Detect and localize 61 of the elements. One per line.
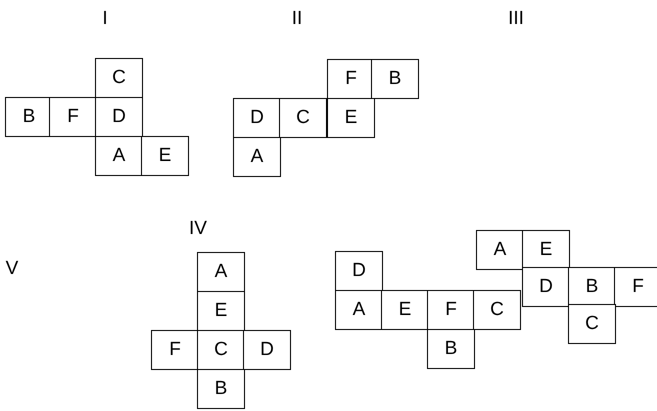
face-letter: A	[250, 146, 264, 168]
net-square	[473, 290, 521, 330]
net-square	[568, 304, 616, 344]
face-letter: E	[344, 107, 358, 129]
net-square	[381, 290, 429, 330]
net-square	[279, 98, 327, 138]
face-letter: C	[296, 107, 310, 129]
net-square	[427, 290, 475, 330]
net-square	[335, 290, 383, 330]
face-letter: E	[158, 145, 172, 167]
net-square	[522, 230, 570, 270]
net-square	[141, 136, 189, 176]
face-letter: E	[540, 239, 552, 261]
face-letter: D	[260, 339, 274, 361]
face-letter: A	[352, 299, 366, 321]
net-square	[427, 329, 475, 369]
face-letter: B	[444, 338, 458, 360]
face-letter: C	[490, 299, 504, 321]
face-letter: B	[388, 68, 402, 90]
face-letter: F	[67, 106, 79, 128]
face-letter: F	[169, 339, 181, 361]
net-square	[233, 98, 281, 138]
face-letter: D	[352, 260, 366, 282]
net-square	[95, 58, 143, 98]
face-letter: C	[585, 313, 599, 335]
face-letter: A	[112, 145, 126, 167]
face-letter: D	[112, 106, 126, 128]
net-square	[197, 291, 245, 331]
net-square	[151, 330, 199, 370]
roman-numeral-label: III	[508, 8, 524, 30]
roman-numeral-label: I	[102, 8, 108, 30]
face-letter: A	[214, 261, 228, 283]
roman-numeral-label: V	[6, 258, 18, 280]
net-square	[614, 267, 657, 307]
roman-numeral-label: II	[292, 8, 302, 30]
face-letter: E	[398, 299, 412, 321]
net-square	[476, 230, 524, 270]
face-letter: F	[345, 68, 357, 90]
net-square	[243, 330, 291, 370]
net-square	[335, 251, 383, 291]
face-letter: C	[112, 67, 126, 89]
face-letter: D	[539, 276, 553, 298]
face-letter: F	[445, 299, 457, 321]
net-square	[327, 98, 375, 138]
face-letter: F	[632, 276, 644, 298]
face-letter: C	[214, 339, 228, 361]
net-square	[371, 59, 419, 99]
face-letter: B	[214, 378, 228, 400]
roman-numeral-label: IV	[189, 218, 207, 240]
net-square	[233, 137, 281, 177]
net-square	[197, 252, 245, 292]
face-letter: D	[250, 107, 264, 129]
net-square	[95, 136, 143, 176]
net-square	[197, 369, 245, 409]
face-letter: E	[214, 300, 228, 322]
net-square	[49, 97, 97, 137]
net-square	[522, 267, 570, 307]
net-square	[95, 97, 143, 137]
face-letter: B	[22, 106, 36, 128]
face-letter: B	[586, 276, 598, 298]
face-letter: A	[494, 239, 506, 261]
